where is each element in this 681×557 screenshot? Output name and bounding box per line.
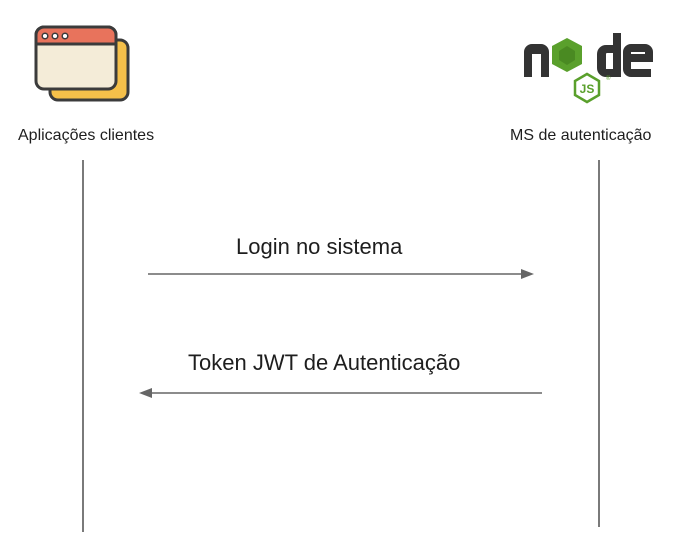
svg-text:JS: JS xyxy=(580,82,595,96)
login-arrow xyxy=(148,269,534,279)
token-message-label: Token JWT de Autenticação xyxy=(188,350,461,375)
browser-windows-icon xyxy=(34,25,130,102)
auth-service-actor-label: MS de autenticação xyxy=(510,127,652,144)
login-message-label: Login no sistema xyxy=(236,234,403,259)
token-arrow xyxy=(139,388,542,398)
nodejs-logo-icon: JS ® xyxy=(524,33,653,104)
client-actor-label: Aplicações clientes xyxy=(18,127,155,144)
svg-text:®: ® xyxy=(606,75,611,82)
